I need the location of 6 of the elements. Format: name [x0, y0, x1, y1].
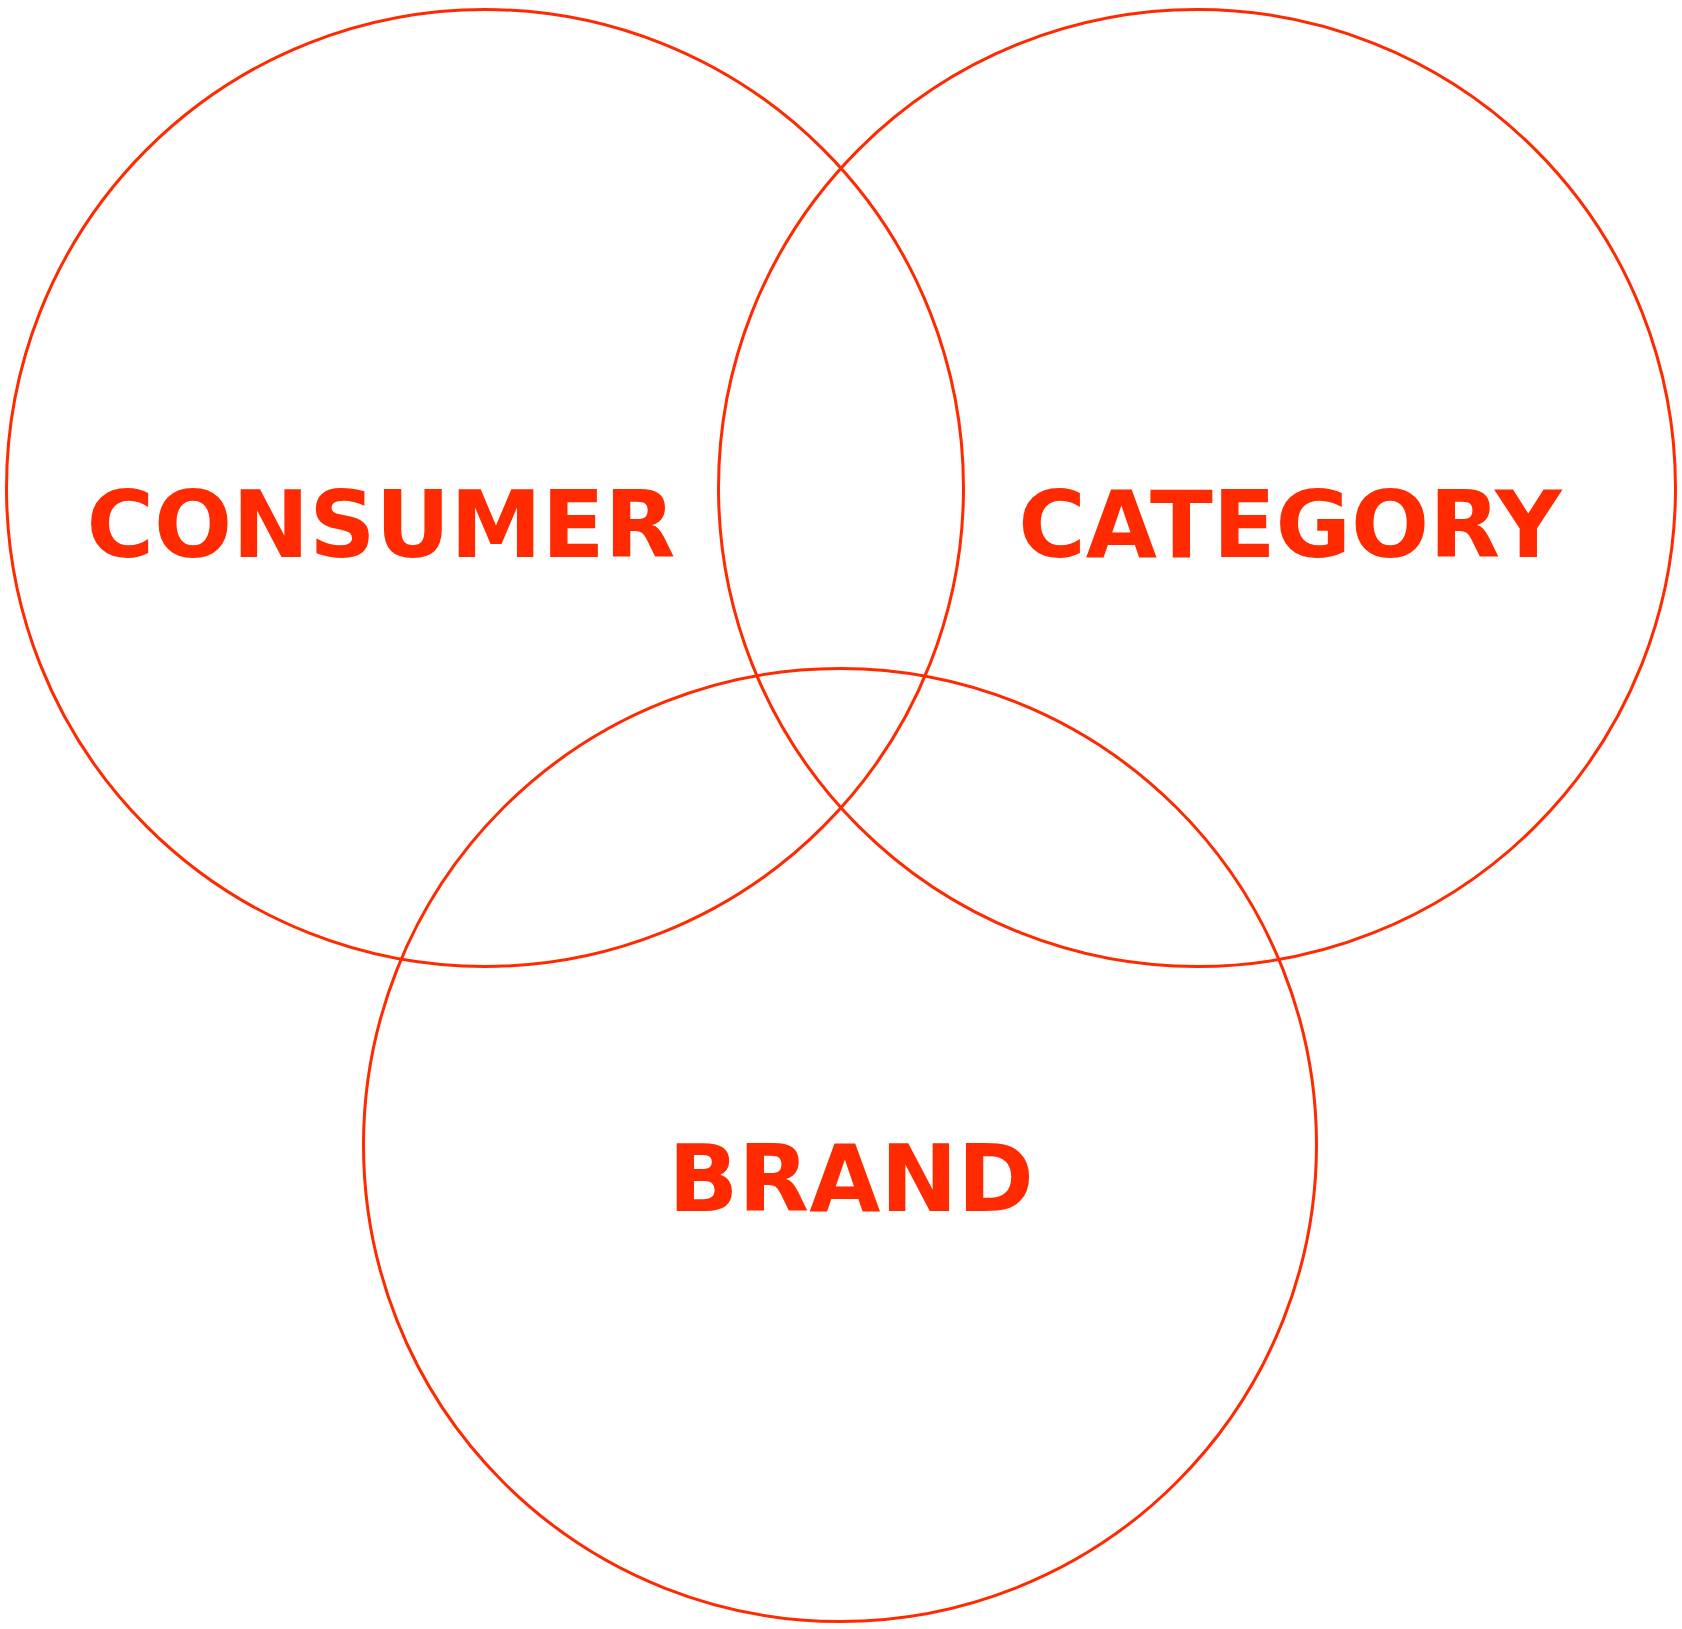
circle-label: BRAND	[668, 1134, 1034, 1226]
venn-circle	[362, 667, 1318, 1623]
venn-circle	[717, 8, 1677, 968]
circle-label: CATEGORY	[1018, 480, 1562, 572]
circle-label: CONSUMER	[86, 480, 676, 572]
venn-circle	[5, 8, 965, 968]
